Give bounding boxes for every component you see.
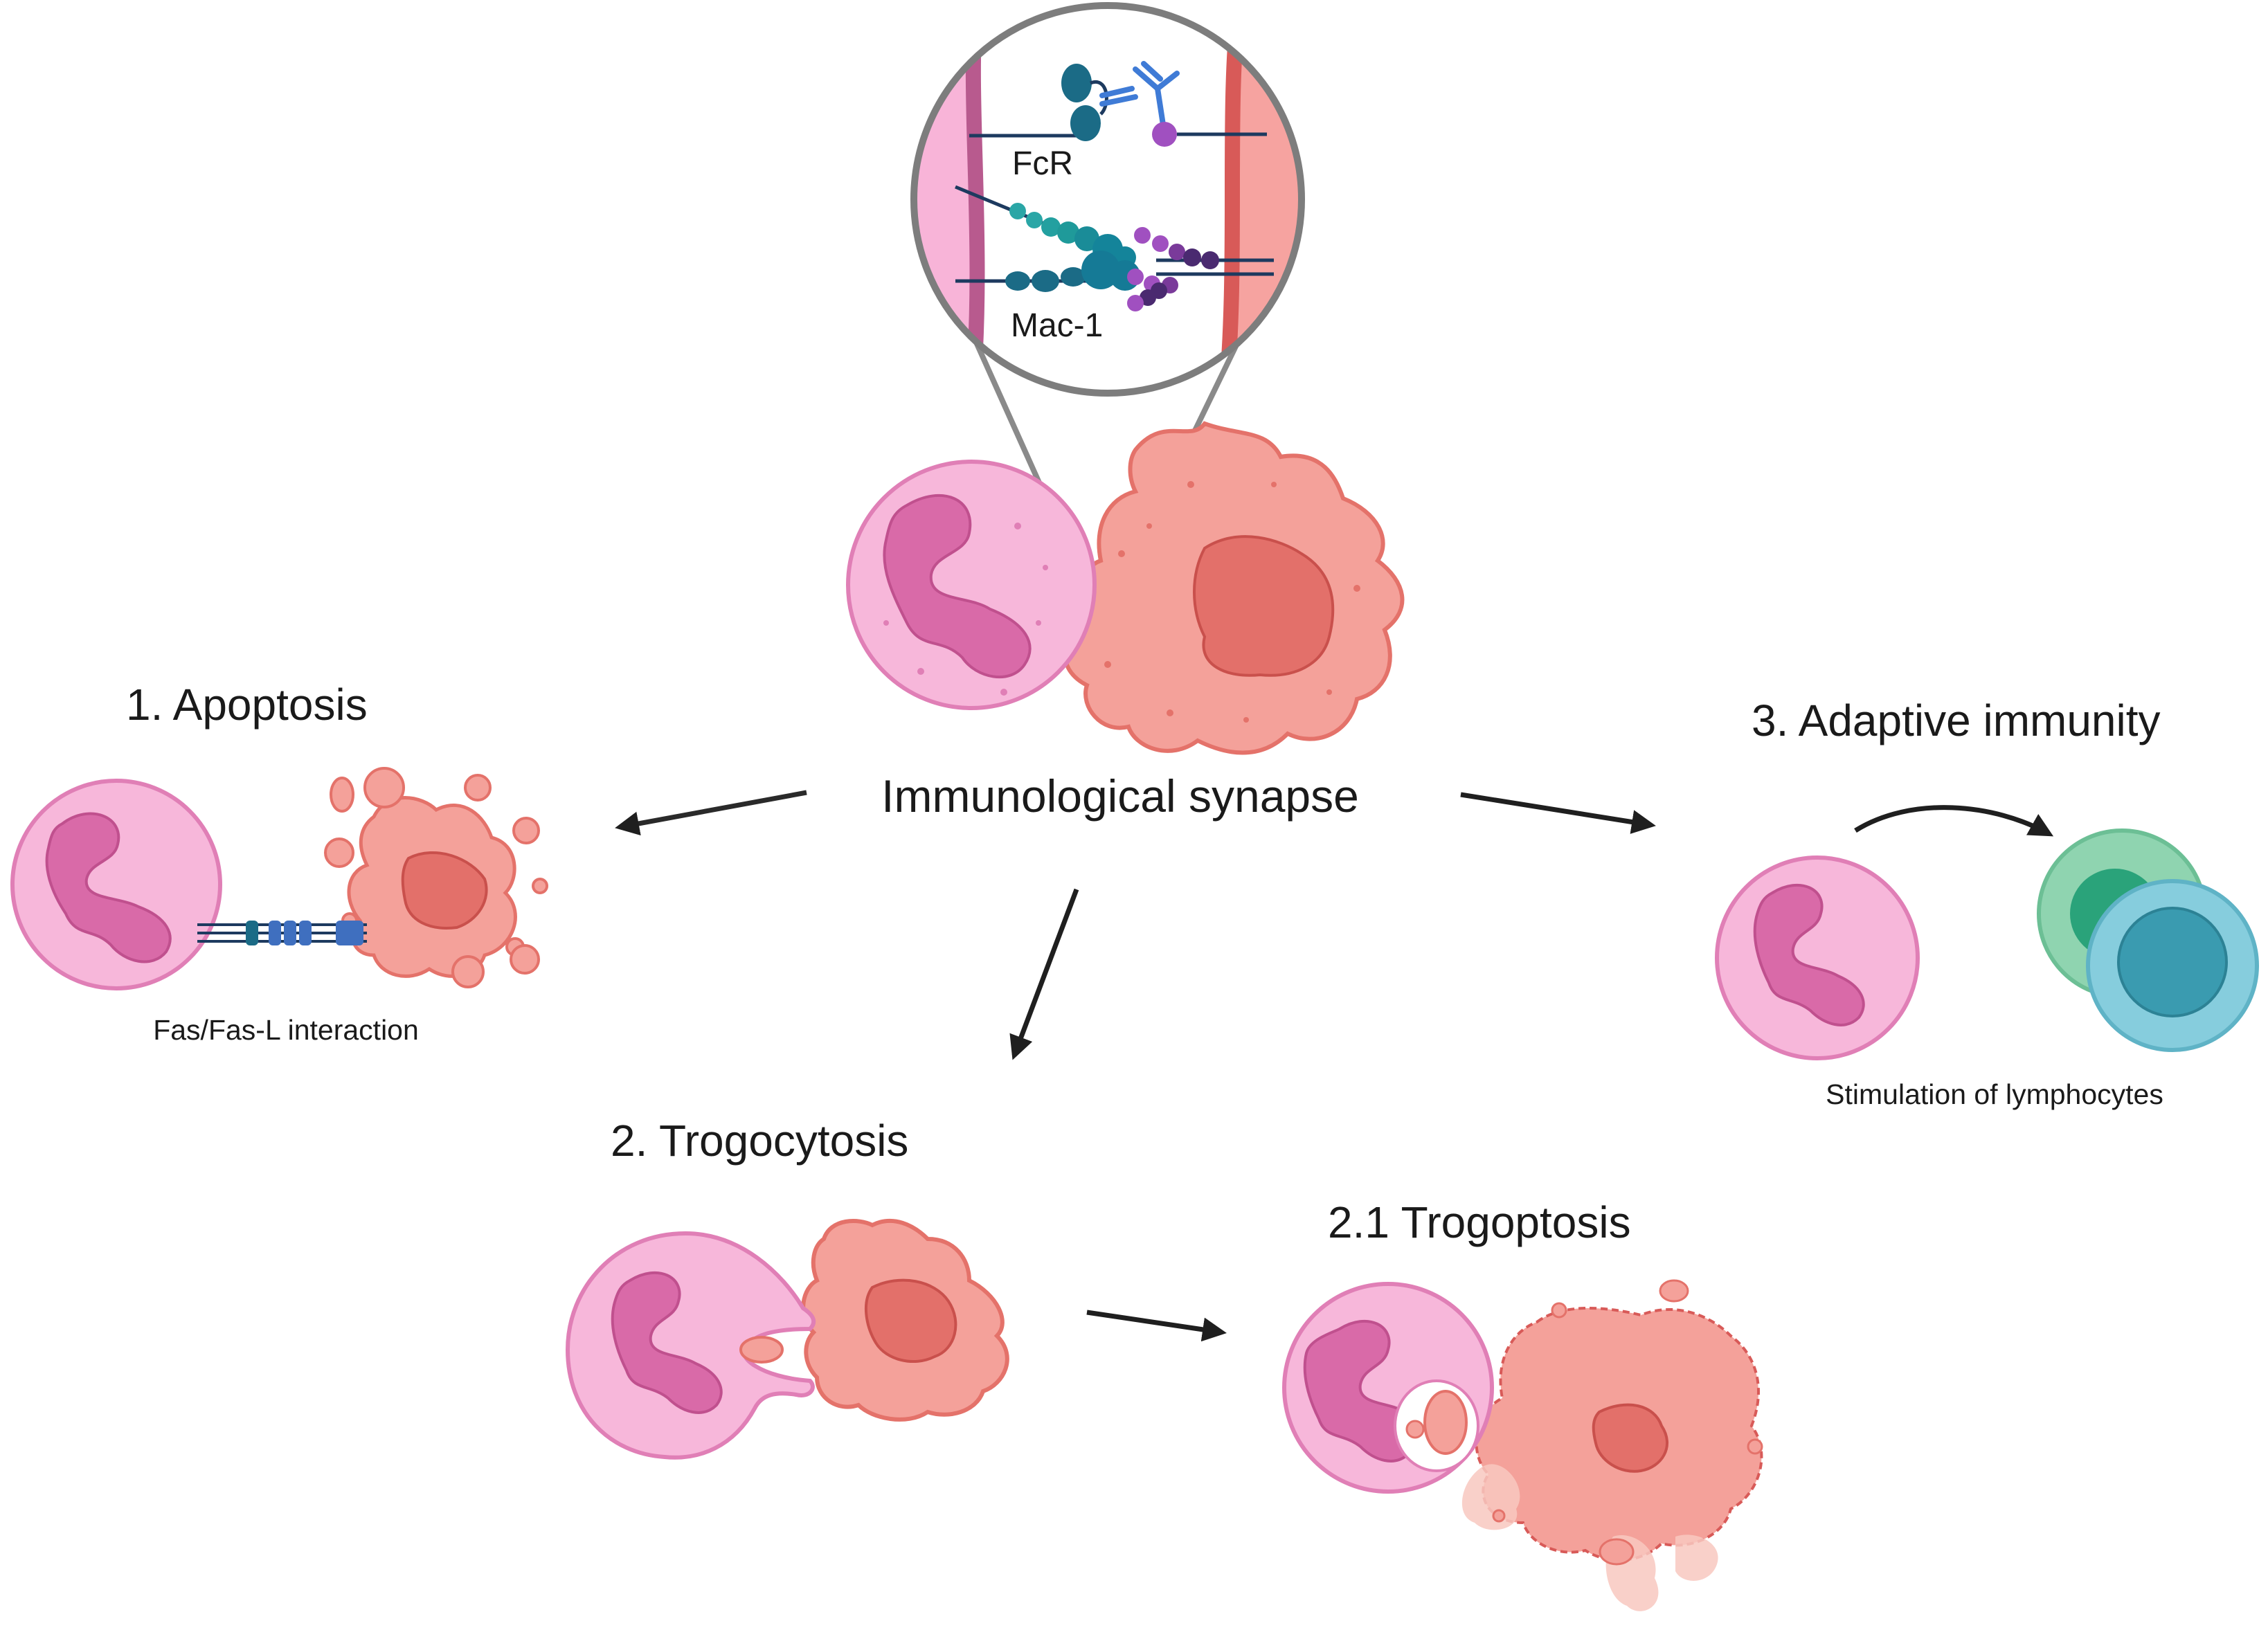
apoptosis-title: 1. Apoptosis xyxy=(126,680,368,730)
synapse-cells xyxy=(846,421,1405,755)
phagosome xyxy=(1394,1379,1479,1472)
neutrophil-cell xyxy=(1715,855,1920,1060)
tumor-nucleus xyxy=(864,1278,957,1363)
tumor-fragments xyxy=(1492,1279,1763,1566)
fcr-label: FcR xyxy=(1012,145,1073,182)
adaptive-caption: Stimulation of lymphocytes xyxy=(1826,1078,2163,1110)
trogoptosis-title: 2.1 Trogoptosis xyxy=(1328,1197,1631,1247)
neutrophil-nucleus xyxy=(611,1271,723,1414)
tumor-granules xyxy=(1104,481,1360,723)
adaptive-title: 3. Adaptive immunity xyxy=(1752,696,2161,745)
arrow-to-trogoptosis xyxy=(1086,1310,1227,1342)
tumor-nucleus xyxy=(401,851,488,930)
apoptotic-blebs xyxy=(324,767,548,988)
inset-circle-border xyxy=(910,2,1305,397)
arrow-to-adaptive xyxy=(1460,792,1656,834)
neutrophil-nucleus xyxy=(883,493,1032,679)
apoptosis-caption: Fas/Fas-L interaction xyxy=(153,1014,419,1046)
apoptosis-panel: 1. Apoptosis Fas/Fas xyxy=(10,680,548,1046)
neutrophil-cell xyxy=(10,779,222,990)
mac1-receptor-icon xyxy=(955,185,1140,292)
neutrophil-nucleus xyxy=(45,812,172,963)
antibody-icon xyxy=(1099,61,1180,127)
neutrophil-cell xyxy=(846,460,1097,710)
antigen-icon xyxy=(1152,122,1267,147)
fas-fasl-receptor-icon xyxy=(197,921,367,945)
trogocytosed-fragment xyxy=(739,1336,784,1364)
tumor-nucleus xyxy=(1193,535,1335,677)
fcr-receptor-icon xyxy=(969,64,1108,141)
trogoptosis-panel: 2.1 Trogoptosis xyxy=(1282,1197,1763,1611)
trogocytosis-panel: 2. Trogocytosis xyxy=(565,1116,1009,1460)
lymphocyte-cell xyxy=(2086,879,2259,1052)
adaptive-panel: 3. Adaptive immunity Stimulation of lymp… xyxy=(1715,696,2259,1110)
neutrophil-granules xyxy=(883,523,1048,696)
fragmented-nucleus xyxy=(1592,1403,1669,1473)
arrow-to-apoptosis xyxy=(615,790,807,836)
trogocytosis-title: 2. Trogocytosis xyxy=(611,1116,908,1166)
neutrophil-nucleus xyxy=(1753,883,1865,1026)
synapse-title: Immunological synapse xyxy=(881,770,1359,822)
arrows xyxy=(615,790,2054,1342)
icam-ligand-icon xyxy=(1127,227,1274,311)
mac1-label: Mac-1 xyxy=(1011,307,1103,344)
arrow-to-trogocytosis xyxy=(1009,888,1079,1060)
arrow-lymphocyte-stimulation xyxy=(1854,805,2054,837)
